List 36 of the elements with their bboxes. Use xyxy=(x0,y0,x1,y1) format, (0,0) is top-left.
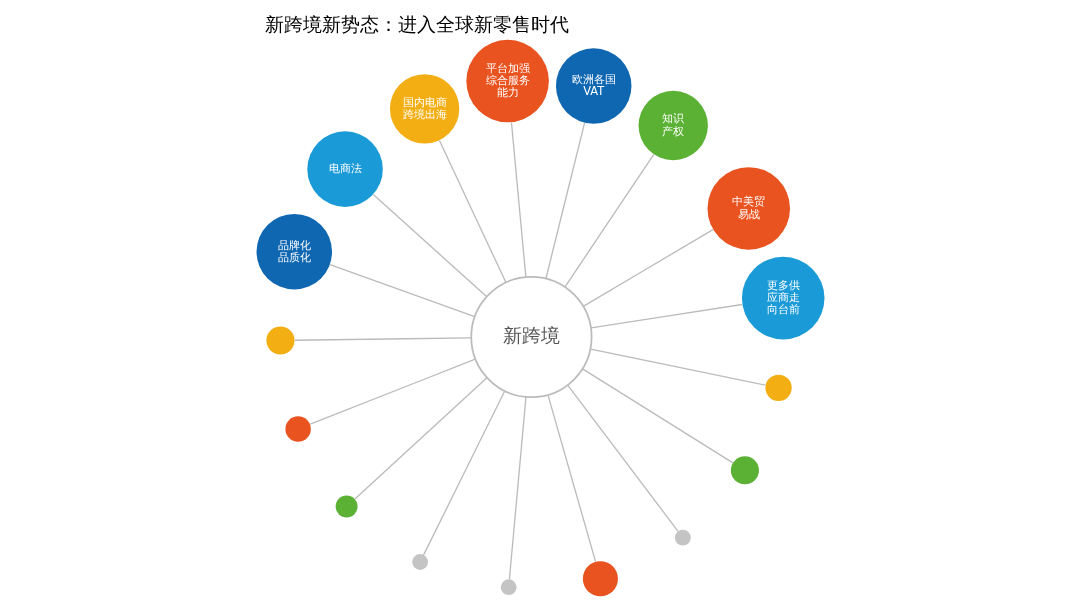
node-circle xyxy=(500,579,517,596)
node-circle: 欧洲各国VAT xyxy=(555,48,631,124)
node-circle: 知识产权 xyxy=(638,90,708,161)
connector xyxy=(372,193,487,298)
connector xyxy=(438,139,506,283)
connector xyxy=(546,394,596,563)
node-circle xyxy=(335,495,358,518)
node-circle: 中美贸易战 xyxy=(707,167,790,250)
connector xyxy=(510,121,526,278)
connector xyxy=(581,368,734,464)
node-circle: 电商法 xyxy=(306,131,383,207)
diagram-title: 新跨境新势态：进入全球新零售时代 xyxy=(264,12,569,36)
node-circle xyxy=(265,326,294,355)
connector xyxy=(508,396,527,580)
node-circle: 国内电商跨境出海 xyxy=(389,74,459,144)
node-circle: 品牌化品质化 xyxy=(256,213,332,290)
node-circle xyxy=(674,529,691,546)
connector xyxy=(328,263,475,318)
connector xyxy=(544,122,585,280)
connector xyxy=(566,384,679,532)
connector xyxy=(589,303,743,329)
node-circle xyxy=(411,554,428,570)
node-circle xyxy=(764,374,792,401)
node-circle xyxy=(582,561,618,597)
node-circle: 平台加强综合服务能力 xyxy=(465,39,549,123)
connector xyxy=(293,337,472,341)
connector xyxy=(563,153,654,288)
node-circle: 更多供应商走向台前 xyxy=(741,256,824,340)
node-circle: 新跨境 xyxy=(469,275,592,399)
connector xyxy=(309,358,476,425)
node-circle xyxy=(284,416,311,442)
connector xyxy=(422,390,505,556)
connector xyxy=(582,228,714,308)
node-circle xyxy=(730,456,759,485)
connector xyxy=(589,348,766,386)
connector xyxy=(353,377,488,500)
